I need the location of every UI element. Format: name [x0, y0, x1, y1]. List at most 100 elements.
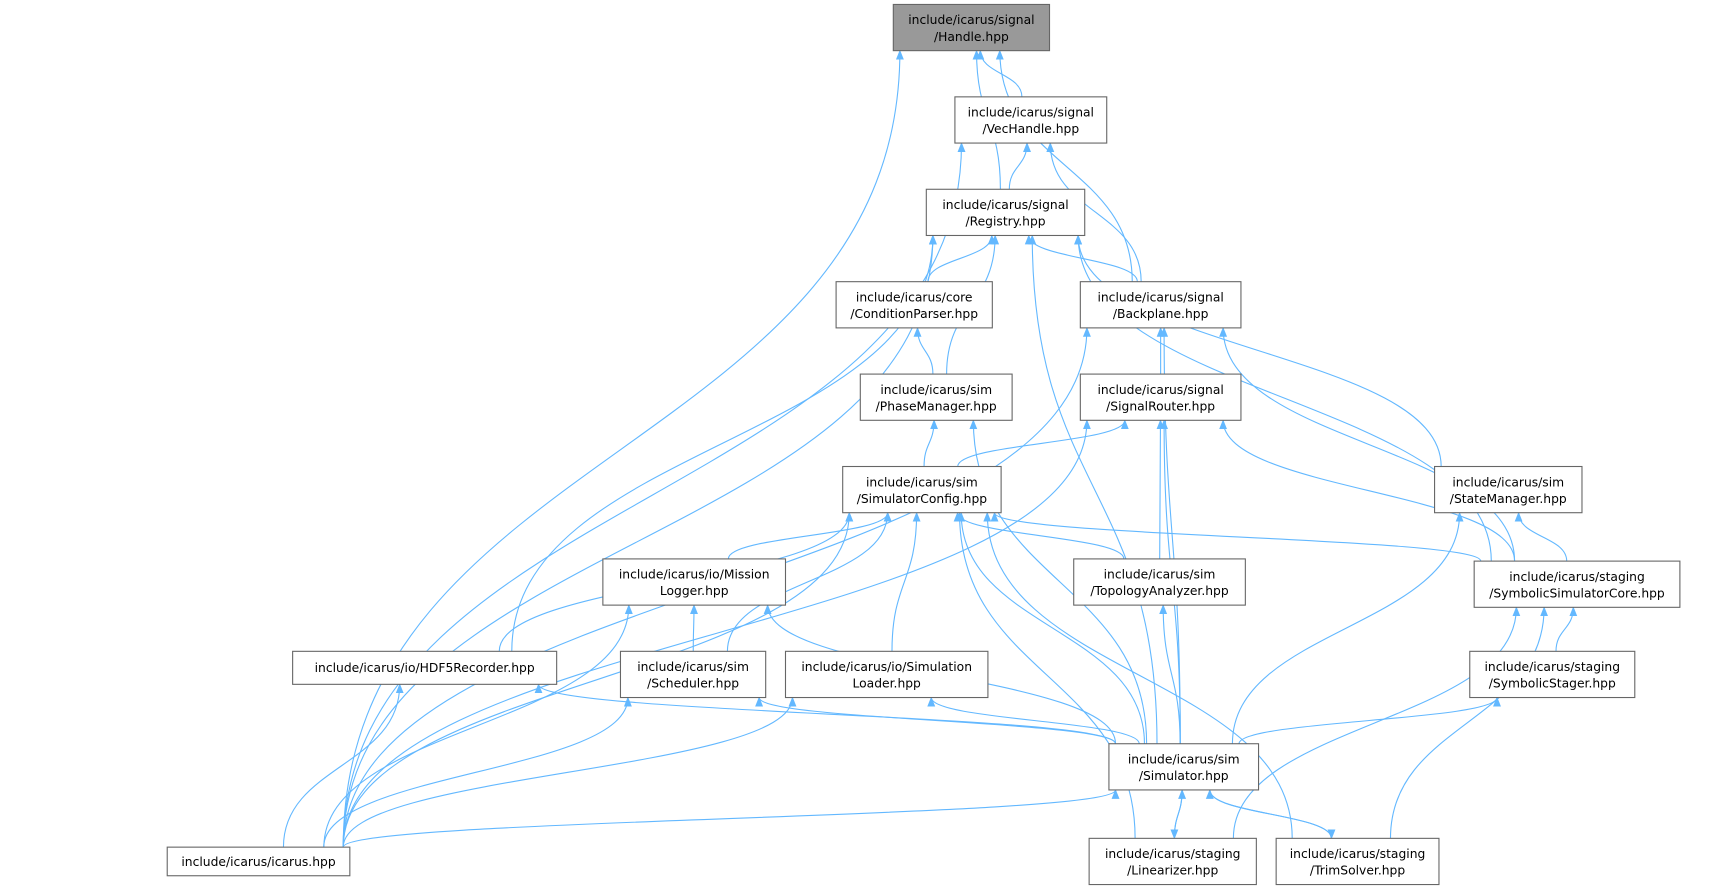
node-label: include/icarus/signal [1097, 383, 1223, 397]
edge-simconfig-to-sigrouter [957, 419, 1129, 467]
node-label: /Scheduler.hpp [647, 677, 739, 691]
node-label: include/icarus/staging [1290, 847, 1426, 861]
edge-trimsolver-to-simconfig [983, 511, 1293, 839]
node-backplane[interactable]: include/icarus/signal/Backplane.hpp [1079, 281, 1242, 329]
node-label: Logger.hpp [660, 584, 729, 598]
node-hdf5[interactable]: include/icarus/io/HDF5Recorder.hpp [292, 650, 558, 685]
node-label: include/icarus/signal [908, 13, 1034, 27]
node-phasemgr[interactable]: include/icarus/sim/PhaseManager.hpp [859, 373, 1013, 421]
edge-simulator-to-simloader [927, 696, 1140, 744]
node-label: include/icarus/signal [942, 198, 1068, 212]
node-label: include/icarus/signal [1097, 290, 1223, 304]
node-label: include/icarus/staging [1484, 660, 1620, 674]
node-condparser[interactable]: include/icarus/core/ConditionParser.hpp [835, 281, 993, 329]
node-label: /Registry.hpp [965, 215, 1045, 229]
edge-icarus-to-simloader [342, 696, 797, 848]
edge-scheduler-to-simconfig [726, 511, 892, 652]
node-label: include/icarus/signal [968, 106, 1094, 120]
node-box [619, 650, 767, 699]
node-simulator[interactable]: include/icarus/sim/Simulator.hpp [1108, 743, 1260, 791]
node-label: /Linearizer.hpp [1127, 864, 1218, 878]
node-topology[interactable]: include/icarus/sim/TopologyAnalyzer.hpp [1073, 558, 1246, 606]
edge-simulator-to-trimsolver [1209, 789, 1336, 840]
edge-linearizer-to-symcore [1232, 606, 1521, 839]
edge-simulator-to-registry [1028, 234, 1158, 744]
node-icarus[interactable]: include/icarus/icarus.hpp [166, 846, 351, 877]
node-label: /SymbolicSimulatorCore.hpp [1489, 586, 1665, 600]
node-label: /StateManager.hpp [1450, 492, 1567, 506]
node-statemgr[interactable]: include/icarus/sim/StateManager.hpp [1434, 465, 1583, 514]
node-label: include/icarus/io/Simulation [801, 660, 972, 674]
node-label: include/icarus/icarus.hpp [181, 855, 335, 869]
edge-symcore-to-backplane [1219, 326, 1516, 562]
node-trimsolver[interactable]: include/icarus/staging/TrimSolver.hpp [1275, 837, 1440, 886]
edge-simulator-to-topology [1159, 604, 1181, 744]
edge-icarus-to-scheduler [323, 696, 632, 848]
node-registry[interactable]: include/icarus/signal/Registry.hpp [925, 188, 1086, 237]
edge-trimsolver-to-symcore [1389, 606, 1549, 839]
node-scheduler[interactable]: include/icarus/sim/Scheduler.hpp [619, 650, 767, 699]
node-label: /TrimSolver.hpp [1310, 864, 1405, 878]
node-linearizer[interactable]: include/icarus/staging/Linearizer.hpp [1088, 837, 1257, 886]
node-label: /SignalRouter.hpp [1106, 399, 1215, 413]
edge-topology-to-sigrouter [1156, 419, 1165, 559]
node-handle[interactable]: include/icarus/signal/Handle.hpp [892, 3, 1051, 52]
edge-condparser-to-registry [927, 234, 996, 282]
node-label: /TopologyAnalyzer.hpp [1090, 584, 1228, 598]
node-label: /Backplane.hpp [1113, 307, 1209, 321]
node-label: include/icarus/staging [1105, 847, 1241, 861]
edge-simulator-to-linearizer [1170, 789, 1183, 840]
edge-symcore-to-statemgr [1514, 511, 1568, 562]
edge-registry-to-vechandle [1008, 142, 1031, 190]
edge-simulator-to-symstager [1238, 696, 1501, 744]
node-label: include/icarus/io/Mission [619, 568, 770, 582]
node-symcore[interactable]: include/icarus/staging/SymbolicSimulator… [1473, 560, 1681, 608]
edge-icarus-to-simulator [342, 788, 1120, 848]
node-simconfig[interactable]: include/icarus/sim/SimulatorConfig.hpp [842, 465, 1002, 514]
node-label: include/icarus/sim [637, 660, 749, 674]
node-label: /SymbolicStager.hpp [1489, 677, 1616, 691]
node-box [835, 281, 993, 329]
edge-phasemgr-to-condparser [913, 326, 934, 375]
node-label: include/icarus/sim [1104, 568, 1216, 582]
node-label: include/icarus/io/HDF5Recorder.hpp [315, 661, 535, 675]
edge-missionlog-to-simconfig [727, 511, 892, 560]
node-box [1079, 281, 1242, 329]
edge-backplane-to-handle [995, 49, 1133, 282]
node-box [166, 846, 351, 877]
node-box [1108, 743, 1260, 791]
edge-icarus-to-missionlog [323, 604, 633, 848]
node-symstager[interactable]: include/icarus/staging/SymbolicStager.hp… [1469, 650, 1636, 699]
node-label: include/icarus/sim [1128, 753, 1240, 767]
edge-symstager-to-symcore [1555, 606, 1578, 652]
node-vechandle[interactable]: include/icarus/signal/VecHandle.hpp [954, 96, 1108, 144]
node-label: /ConditionParser.hpp [850, 307, 978, 321]
edge-simconfig-to-phasemgr [923, 419, 939, 467]
edge-icarus-to-hdf5 [282, 683, 404, 848]
node-label: include/icarus/sim [866, 475, 978, 489]
node-box [892, 3, 1051, 52]
edge-statemgr-to-registry [1074, 234, 1442, 467]
node-label: /PhaseManager.hpp [876, 399, 997, 413]
node-box [292, 650, 558, 685]
edge-backplane-to-vechandle [1046, 142, 1142, 282]
node-box [859, 373, 1013, 421]
node-label: /VecHandle.hpp [982, 122, 1079, 136]
edge-simulator-to-scheduler [755, 696, 1117, 744]
node-box [1275, 837, 1440, 886]
edge-symcore-to-sigrouter [1219, 419, 1516, 562]
edge-simulator-to-statemgr [1231, 511, 1464, 744]
node-box [954, 96, 1108, 144]
node-sigrouter[interactable]: include/icarus/signal/SignalRouter.hpp [1079, 373, 1242, 421]
node-box [1434, 465, 1583, 514]
node-box [925, 188, 1086, 237]
node-label: include/icarus/core [856, 290, 973, 304]
edge-icarus-to-handle [342, 49, 904, 848]
node-label: /Simulator.hpp [1139, 769, 1229, 783]
edge-vechandle-to-handle [976, 49, 1023, 97]
nodes: include/icarus/signal/Handle.hppinclude/… [166, 3, 1681, 886]
edge-symcore-to-simconfig [990, 511, 1482, 562]
